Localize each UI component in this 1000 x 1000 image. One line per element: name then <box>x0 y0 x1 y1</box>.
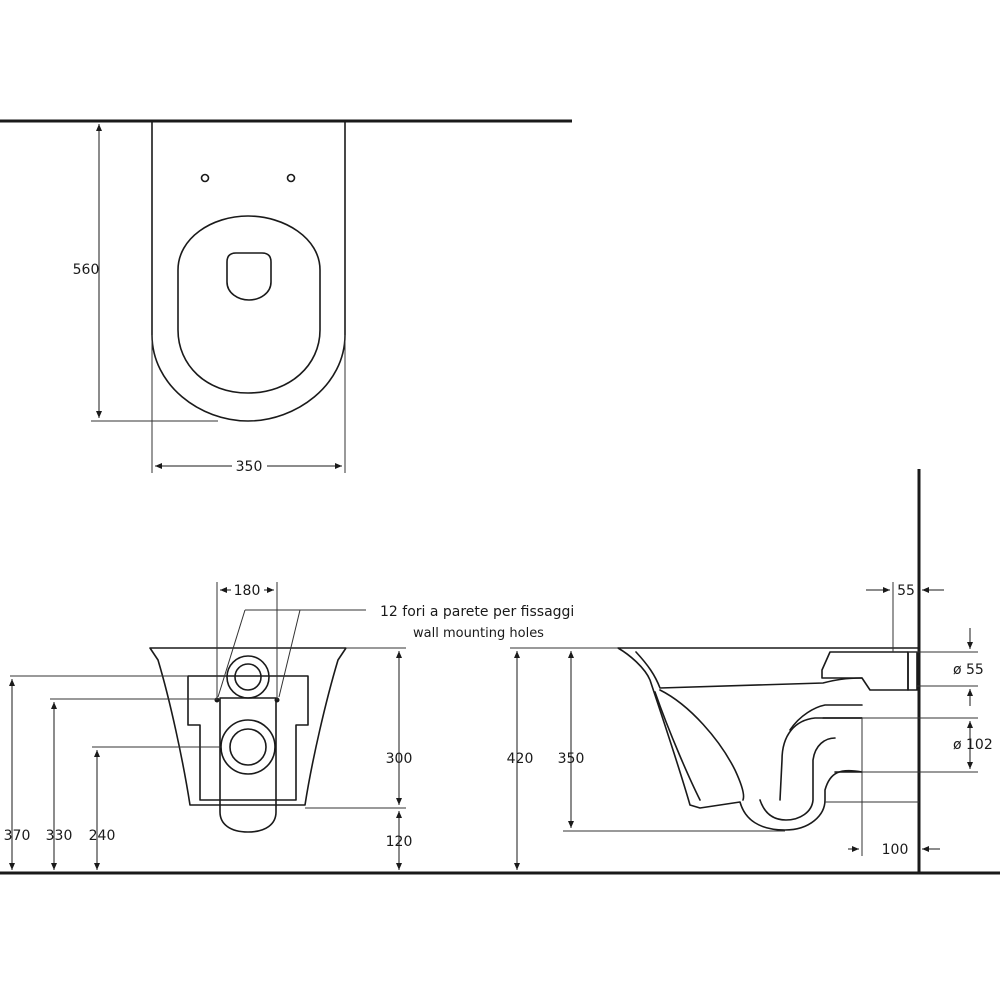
top-view: 560 350 <box>0 119 572 475</box>
note-leader-to-right-hole <box>278 609 301 698</box>
water-inlet-inner <box>234 663 262 691</box>
dim-label-100: 100 <box>882 842 909 858</box>
side-view: 420 350 55 ø 55 ø 102 100 <box>507 582 993 870</box>
dim-label-55-offset: 55 <box>897 583 915 599</box>
drain-opening-top <box>226 252 272 301</box>
dim-label-350: 350 <box>236 459 263 475</box>
dim-label-d102: ø 102 <box>953 737 993 753</box>
trapway-top <box>789 704 863 731</box>
dim-label-350-side: 350 <box>558 751 585 767</box>
seat-hole-right <box>286 173 296 183</box>
dim-label-240: 240 <box>89 828 116 844</box>
waste-outlet-outer <box>220 719 276 775</box>
dim-label-370: 370 <box>4 828 31 844</box>
bowl-cavity <box>659 689 745 801</box>
dim-label-560: 560 <box>73 262 100 278</box>
note-english: wall mounting holes <box>413 626 544 641</box>
bowl-profile-outer <box>617 647 920 831</box>
dim-label-300: 300 <box>386 751 413 767</box>
front-view: 180 12 fori a parete per fissaggi wall m… <box>4 582 574 870</box>
trapway <box>759 737 836 821</box>
dim-label-120: 120 <box>386 834 413 850</box>
dim-label-420: 420 <box>507 751 534 767</box>
waste-outlet-inner <box>229 728 267 766</box>
bowl-outline-top <box>151 120 346 422</box>
inlet-connector <box>821 651 909 691</box>
bowl-rim-top <box>177 215 321 394</box>
note-italian: 12 fori a parete per fissaggi <box>380 604 574 620</box>
dim-label-d55: ø 55 <box>953 662 984 678</box>
bowl-cavity-lower <box>654 691 701 801</box>
bowl-outline-front <box>149 647 347 806</box>
back-plate-front <box>187 675 309 801</box>
trapway-inner <box>779 717 863 801</box>
dim-label-330: 330 <box>46 828 73 844</box>
trap-front <box>219 697 277 833</box>
water-inlet-outer <box>226 655 270 699</box>
note-leader-to-left-hole <box>217 609 246 698</box>
inlet-flange <box>907 651 918 691</box>
seat-hole-left <box>200 173 210 183</box>
dim-label-180: 180 <box>234 583 261 599</box>
